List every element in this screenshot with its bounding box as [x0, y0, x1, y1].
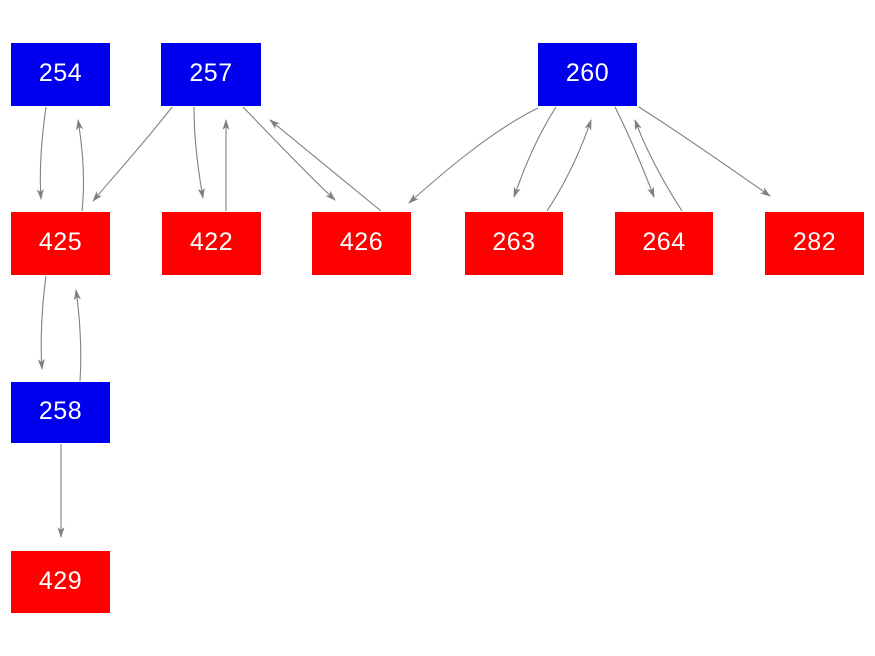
edge-258-to-425	[73, 288, 82, 382]
node-label: 425	[38, 228, 83, 256]
edge-425-to-254	[76, 118, 84, 212]
edge-257-to-425	[92, 106, 173, 202]
node-425[interactable]: 425	[11, 212, 110, 275]
edge-264-to-260	[634, 118, 683, 212]
edge-260-to-282	[638, 106, 771, 197]
edge-257-to-426	[242, 106, 336, 201]
node-label: 257	[189, 59, 233, 87]
node-263[interactable]: 263	[465, 212, 563, 275]
node-label: 254	[38, 59, 83, 87]
node-429[interactable]: 429	[11, 551, 110, 613]
node-label: 429	[38, 566, 83, 595]
node-label: 282	[792, 228, 837, 256]
node-426[interactable]: 426	[312, 212, 411, 275]
node-label: 260	[565, 59, 610, 87]
node-label: 422	[189, 228, 234, 256]
edge-257-to-422	[193, 106, 205, 200]
node-260[interactable]: 260	[538, 43, 637, 106]
edge-260-to-264	[614, 106, 655, 199]
edge-263-to-260	[546, 118, 592, 212]
edge-group	[36, 106, 771, 539]
node-label: 426	[339, 228, 384, 256]
edge-260-to-426	[408, 107, 539, 204]
node-422[interactable]: 422	[162, 212, 261, 275]
node-label: 258	[38, 397, 83, 425]
node-label: 264	[642, 228, 686, 256]
node-258[interactable]: 258	[11, 382, 110, 443]
edge-426-to-257	[269, 119, 382, 212]
edge-254-to-425	[36, 106, 47, 201]
node-254[interactable]: 254	[11, 43, 110, 106]
node-257[interactable]: 257	[161, 43, 261, 106]
edge-260-to-263	[513, 106, 557, 199]
node-264[interactable]: 264	[615, 212, 713, 275]
node-label: 263	[492, 228, 536, 256]
node-282[interactable]: 282	[765, 212, 864, 275]
edge-425-to-258	[37, 275, 47, 371]
